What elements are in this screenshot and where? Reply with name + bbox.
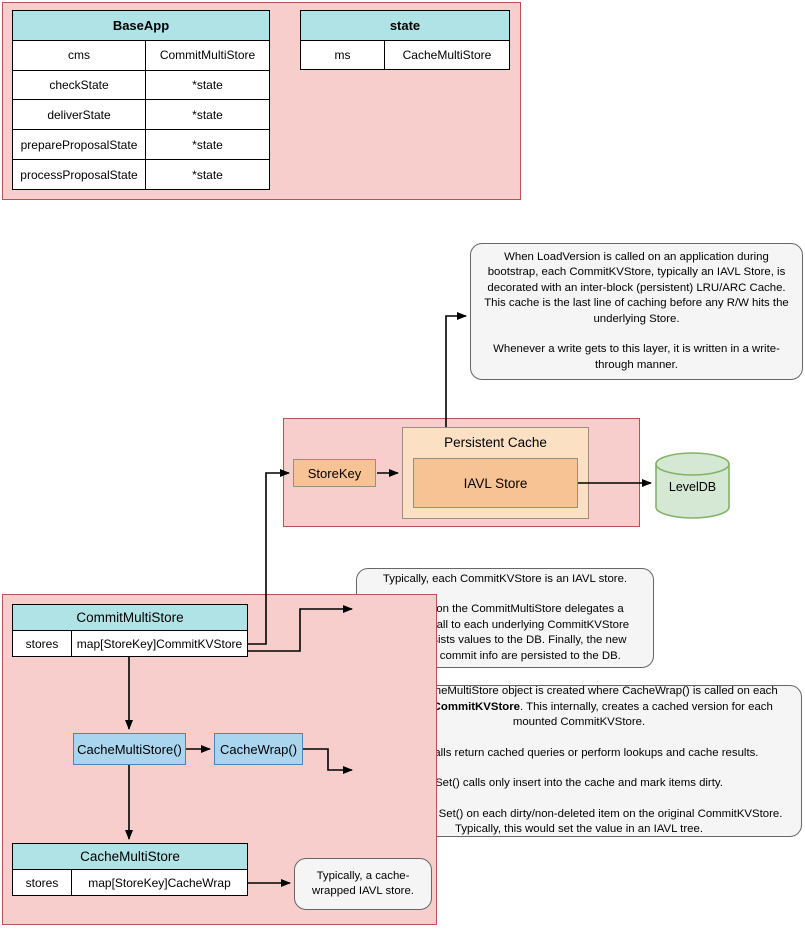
table-row: prepareProposalState *state [13, 130, 269, 161]
table-row: checkState *state [13, 70, 269, 101]
note-paragraph: Commit() on the CommitMultiStore delegat… [380, 603, 630, 662]
cell-key: checkState [13, 70, 146, 100]
note-paragraph: Get() calls return cached queries or per… [399, 746, 759, 759]
storekey-label: StoreKey [307, 465, 362, 481]
note-paragraph: Typically, a cache-wrapped IAVL store. [312, 869, 414, 898]
note-paragraph: Typically, each CommitKVStore is an IAVL… [382, 572, 628, 585]
note-paragraph: A new CacheMultiStore object is created … [380, 685, 778, 729]
cell-value: CommitMultiStore [159, 48, 256, 63]
cache-multistore-fn-box: CacheMultiStore() [73, 733, 186, 765]
baseapp-table: BaseApp cms CommitMultiStore checkState … [12, 10, 270, 190]
cell-key: prepareProposalState [13, 130, 146, 160]
table-row: stores map[StoreKey]CacheWrap [13, 870, 247, 895]
cache-multistore-fn-label: CacheMultiStore() [77, 741, 182, 757]
state-table-title: state [301, 11, 509, 41]
cell-value: *state [192, 107, 223, 122]
leveldb-label: LevelDB [668, 480, 717, 494]
cell-key: stores [13, 870, 72, 895]
cell-key: processProposalState [13, 160, 146, 189]
table-row: ms CacheMultiStore [301, 40, 509, 69]
note-paragraph: Write() calls Set() on each dirty/non-de… [375, 807, 783, 836]
table-row: deliverState *state [13, 100, 269, 131]
cell-key: deliverState [13, 100, 146, 130]
note-paragraph: Whenever a write gets to this layer, it … [493, 343, 780, 371]
persistent-cache-note: When LoadVersion is called on an applica… [470, 243, 803, 380]
cell-value: *state [192, 78, 223, 93]
iavl-store-label: IAVL Store [463, 475, 528, 491]
cache-wrap-fn-label: CacheWrap() [219, 741, 298, 757]
commit-multistore-table-title: CommitMultiStore [13, 605, 247, 631]
cache-multistore-table-title: CacheMultiStore [13, 844, 247, 870]
cell-value: map[StoreKey]CommitKVStore [76, 636, 243, 651]
note-paragraph: Set() calls only insert into the cache a… [435, 777, 723, 790]
cache-wrap-fn-box: CacheWrap() [214, 733, 303, 765]
leveldb-cylinder: LevelDB [655, 452, 730, 519]
note-emphasis: CommitKVStore [432, 700, 520, 713]
baseapp-table-title: BaseApp [13, 11, 269, 41]
cell-key: ms [301, 40, 385, 69]
storekey-box: StoreKey [293, 459, 376, 487]
arrow-cache-to-note [445, 312, 467, 427]
table-row: processProposalState *state [13, 160, 269, 189]
note-paragraph: When LoadVersion is called on an applica… [484, 250, 789, 325]
cell-value: map[StoreKey]CacheWrap [88, 875, 231, 890]
persistent-cache-label: Persistent Cache [444, 435, 547, 450]
table-row: stores map[StoreKey]CommitKVStore [13, 631, 247, 656]
cache-multistore-table: CacheMultiStore stores map[StoreKey]Cach… [12, 843, 248, 896]
state-table: state ms CacheMultiStore [300, 10, 510, 70]
commit-multistore-table: CommitMultiStore stores map[StoreKey]Com… [12, 604, 248, 657]
cell-value: *state [192, 167, 223, 182]
cell-key: cms [13, 40, 146, 70]
cell-value: *state [192, 137, 223, 152]
cylinder-shape [655, 452, 730, 519]
cell-key: stores [13, 631, 72, 656]
iavl-store-box: IAVL Store [413, 458, 578, 508]
cell-value: CacheMultiStore [402, 47, 492, 62]
table-row: cms CommitMultiStore [13, 40, 269, 71]
cache-wrap-note: Typically, a cache-wrapped IAVL store. [294, 858, 432, 910]
